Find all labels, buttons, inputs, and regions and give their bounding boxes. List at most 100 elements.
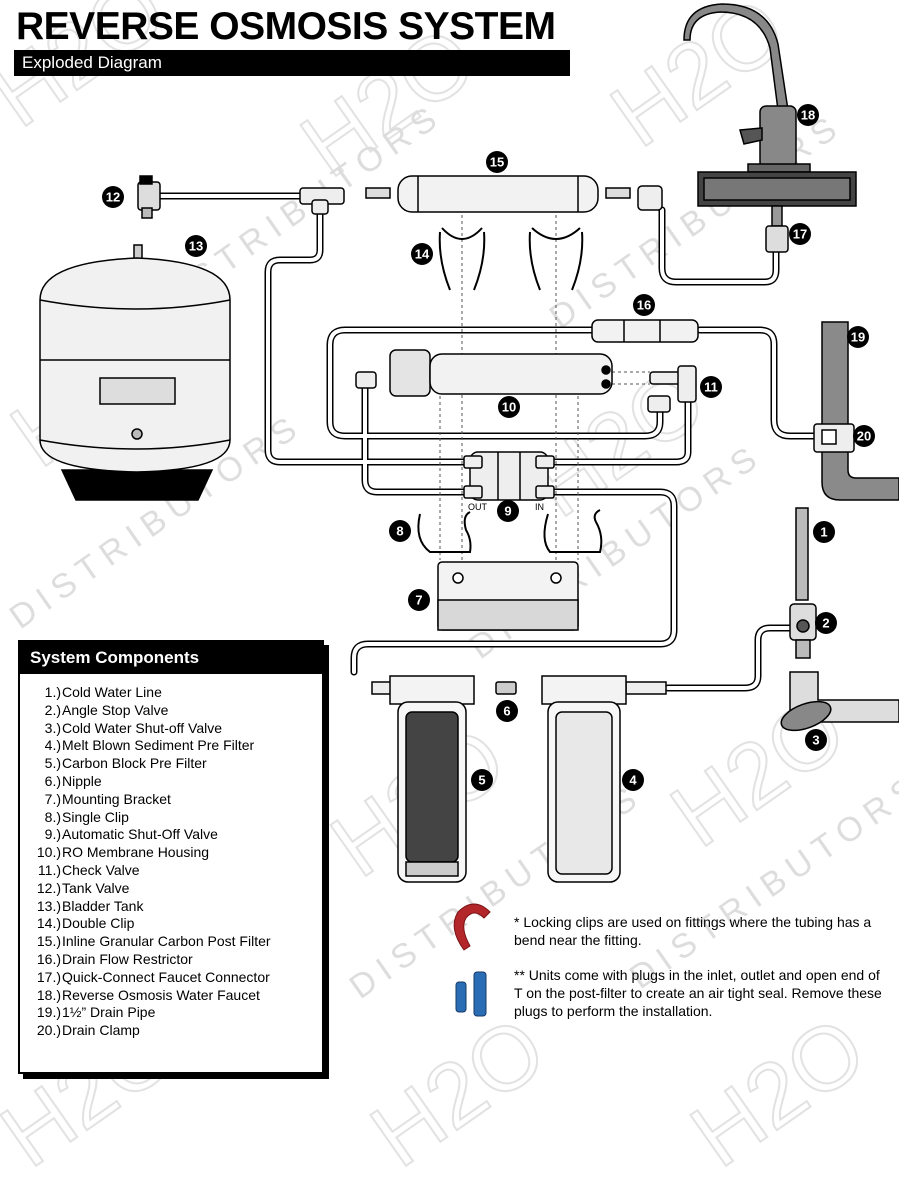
callout-circle bbox=[789, 223, 811, 245]
tubing bbox=[156, 192, 819, 692]
callout-number: 19 bbox=[851, 330, 865, 345]
callout-badge-8: 8 bbox=[389, 520, 411, 542]
component-item: 1.)Cold Water Line bbox=[20, 684, 322, 702]
component-label: Reverse Osmosis Water Faucet bbox=[62, 986, 260, 1003]
component-item: 10.)RO Membrane Housing bbox=[20, 844, 322, 862]
callout-badge-1: 1 bbox=[813, 521, 835, 543]
component-label: Carbon Block Pre Filter bbox=[62, 755, 207, 772]
callout-badge-16: 16 bbox=[633, 294, 655, 316]
component-label: RO Membrane Housing bbox=[62, 844, 210, 861]
callout-number: 8 bbox=[396, 524, 403, 539]
component-item: 19.)1½” Drain Pipe bbox=[20, 1004, 322, 1022]
component-number: 8.) bbox=[44, 808, 61, 825]
component-label: Quick-Connect Faucet Connector bbox=[62, 968, 270, 985]
component-label: Drain Clamp bbox=[62, 1022, 140, 1039]
component-item: 12.)Tank Valve bbox=[20, 880, 322, 898]
component-number: 13.) bbox=[36, 897, 61, 914]
plug-icon bbox=[455, 971, 487, 1017]
component-number: 14.) bbox=[36, 915, 61, 932]
drain-pipe bbox=[813, 321, 899, 501]
component-label: Drain Flow Restrictor bbox=[62, 950, 193, 967]
component-number: 3.) bbox=[44, 719, 61, 736]
callout-badge-17: 17 bbox=[789, 223, 811, 245]
watermark-brand: H2O bbox=[674, 998, 883, 1179]
callout-badge-2: 2 bbox=[815, 612, 837, 634]
callout-circle bbox=[471, 769, 493, 791]
callout-circle bbox=[622, 769, 644, 791]
port-label-out: OUT bbox=[468, 502, 488, 512]
component-label: Single Clip bbox=[62, 808, 129, 825]
mounting-bracket bbox=[437, 561, 579, 631]
callout-circle bbox=[185, 235, 207, 257]
callout-circle bbox=[805, 729, 827, 751]
drain-flow-restrictor bbox=[591, 319, 699, 343]
component-item: 18.)Reverse Osmosis Water Faucet bbox=[20, 987, 322, 1005]
double-clips bbox=[438, 227, 584, 291]
subtitle-bar: Exploded Diagram bbox=[14, 50, 570, 76]
component-number: 10.) bbox=[36, 844, 61, 861]
locking-clip-icon bbox=[453, 903, 491, 951]
callout-number: 3 bbox=[812, 733, 819, 748]
callout-number: 13 bbox=[189, 239, 203, 254]
callout-circle bbox=[408, 589, 430, 611]
component-item: 3.)Cold Water Shut-off Valve bbox=[20, 720, 322, 738]
carbon-block-prefilter bbox=[371, 675, 475, 883]
callout-number: 12 bbox=[106, 190, 120, 205]
callout-number: 9 bbox=[504, 504, 511, 519]
component-item: 6.)Nipple bbox=[20, 773, 322, 791]
callout-circle bbox=[496, 700, 518, 722]
note-plugs: ** Units come with plugs in the inlet, o… bbox=[514, 967, 882, 1019]
component-item: 4.)Melt Blown Sediment Pre Filter bbox=[20, 737, 322, 755]
component-item: 8.)Single Clip bbox=[20, 809, 322, 827]
component-item: 14.)Double Clip bbox=[20, 915, 322, 933]
component-label: Nipple bbox=[62, 772, 102, 789]
component-item: 20.)Drain Clamp bbox=[20, 1022, 322, 1040]
component-label: Check Valve bbox=[62, 861, 140, 878]
component-number: 7.) bbox=[44, 790, 61, 807]
callout-circle bbox=[411, 243, 433, 265]
callout-circle bbox=[700, 376, 722, 398]
page-subtitle: Exploded Diagram bbox=[22, 53, 162, 72]
component-label: 1½” Drain Pipe bbox=[62, 1004, 156, 1021]
callout-number: 18 bbox=[801, 108, 815, 123]
callout-badge-13: 13 bbox=[185, 235, 207, 257]
angle-stop-valve bbox=[780, 603, 899, 732]
component-number: 9.) bbox=[44, 826, 61, 843]
callout-circle bbox=[853, 425, 875, 447]
callout-badge-10: 10 bbox=[498, 396, 520, 418]
component-number: 11.) bbox=[37, 861, 61, 878]
callout-badge-11: 11 bbox=[700, 376, 722, 398]
component-number: 19.) bbox=[36, 1004, 61, 1021]
callout-number: 16 bbox=[637, 298, 651, 313]
nipple bbox=[495, 681, 517, 695]
callout-badge-7: 7 bbox=[408, 589, 430, 611]
component-label: Tank Valve bbox=[62, 879, 130, 896]
callout-badge-18: 18 bbox=[797, 104, 819, 126]
bladder-tank bbox=[39, 244, 231, 501]
callout-circle bbox=[847, 326, 869, 348]
callout-badge-4: 4 bbox=[622, 769, 644, 791]
component-number: 6.) bbox=[44, 772, 61, 789]
auto-shutoff-valve bbox=[463, 451, 555, 501]
callout-circle bbox=[633, 294, 655, 316]
callout-number: 15 bbox=[490, 155, 504, 170]
callout-badge-20: 20 bbox=[853, 425, 875, 447]
callout-number: 17 bbox=[793, 227, 807, 242]
component-number: 4.) bbox=[44, 737, 61, 754]
check-valve bbox=[649, 365, 697, 403]
component-label: Cold Water Line bbox=[62, 684, 162, 700]
callout-number: 4 bbox=[629, 773, 637, 788]
callout-badge-12: 12 bbox=[102, 186, 124, 208]
component-number: 2.) bbox=[44, 701, 61, 718]
component-number: 12.) bbox=[36, 879, 61, 896]
callout-number: 7 bbox=[415, 593, 422, 608]
cold-water-line bbox=[795, 507, 809, 601]
component-label: Automatic Shut-Off Valve bbox=[62, 826, 218, 843]
callout-badge-3: 3 bbox=[805, 729, 827, 751]
callout-badge-14: 14 bbox=[411, 243, 433, 265]
inline-post-filter bbox=[365, 175, 663, 213]
component-number: 15.) bbox=[36, 933, 61, 950]
single-clips bbox=[417, 509, 603, 553]
component-item: 9.)Automatic Shut-Off Valve bbox=[20, 826, 322, 844]
